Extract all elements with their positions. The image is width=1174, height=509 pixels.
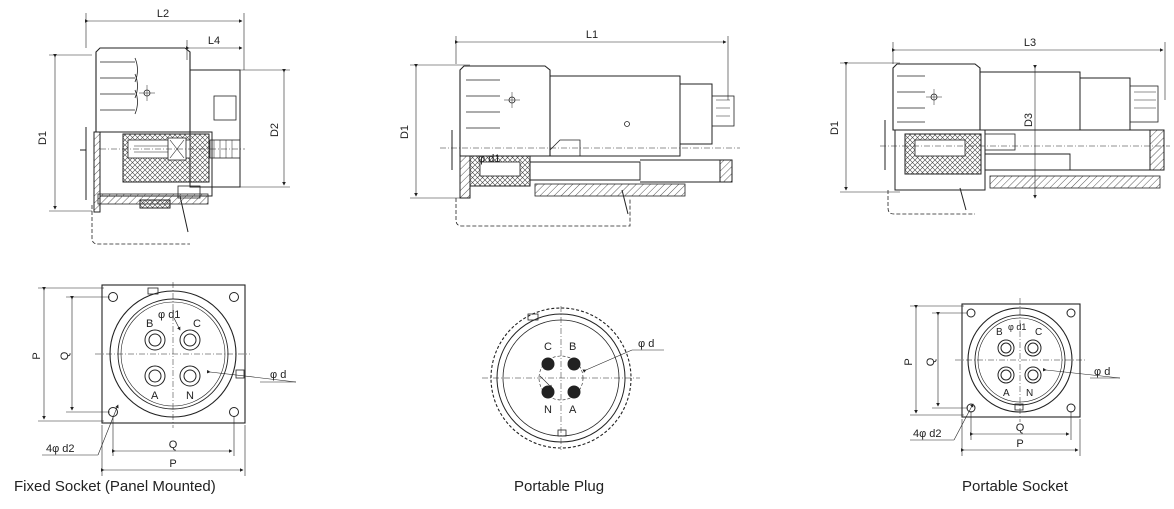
dim-d1-plug: D1 [399,125,411,139]
dim-d1-socket: D1 [829,121,841,135]
pin-label-a-socket: A [1003,388,1010,399]
caption-portable-socket: Portable Socket [962,478,1068,495]
dim-l4: L4 [208,35,220,47]
portable-socket-front-view [910,298,1121,456]
pin-label-c-plug: C [544,341,552,353]
pin-label-b-plug: B [569,341,576,353]
pin-label-b-fixed: B [146,318,153,330]
dim-p-fixed-vertical: P [31,352,43,359]
dim-phi-d1-socket: φ d1 [1008,322,1026,332]
fixed-socket-front-view [38,282,297,476]
dim-d1-fixed: D1 [37,131,49,145]
pin-label-n-socket: N [1026,388,1033,399]
dim-phi-d-fixed: φ d [270,369,286,381]
dim-q-socket-vertical: Q [925,357,937,366]
pin-label-c-socket: C [1035,327,1042,338]
dim-4phi-d2-fixed: 4φ d2 [46,443,75,455]
fixed-socket-side-view [49,13,290,245]
pin-labels: B C A N C B N A B C A N [146,318,1042,416]
dim-q-fixed-horizontal: Q [169,439,178,451]
pin-label-n-fixed: N [186,390,194,402]
dim-q-socket-horizontal: Q [1016,422,1025,434]
portable-socket-side-view [840,42,1170,215]
dimension-labels: L2 L4 D1 D2 L1 D1 φ d1 L3 D1 D3 P Q Q P … [31,8,1110,470]
dim-phi-d1-plug: φ d1 [478,153,500,165]
dim-l3: L3 [1024,37,1036,49]
pin-label-b-socket: B [996,327,1003,338]
dim-q-fixed-vertical: Q [59,351,71,360]
dim-phi-d-socket: φ d [1094,366,1110,378]
portable-plug-front-view [482,306,664,450]
dim-phi-d1-fixed: φ d1 [158,309,180,321]
pin-label-a-plug: A [569,404,577,416]
dim-l1: L1 [586,29,598,41]
dim-d3: D3 [1023,113,1035,127]
dim-p-socket-vertical: P [903,358,915,365]
dim-d2: D2 [269,123,281,137]
portable-plug-side-view [410,36,740,227]
pin-label-n-plug: N [544,404,552,416]
dim-4phi-d2-socket: 4φ d2 [913,428,942,440]
dim-l2: L2 [157,8,169,20]
dim-p-fixed-horizontal: P [169,458,176,470]
caption-fixed-socket: Fixed Socket (Panel Mounted) [14,478,216,495]
pin-label-c-fixed: C [193,318,201,330]
dim-p-socket-horizontal: P [1016,438,1023,450]
caption-portable-plug: Portable Plug [514,478,605,495]
dim-phi-d-plug: φ d [638,338,654,350]
pin-label-a-fixed: A [151,390,159,402]
